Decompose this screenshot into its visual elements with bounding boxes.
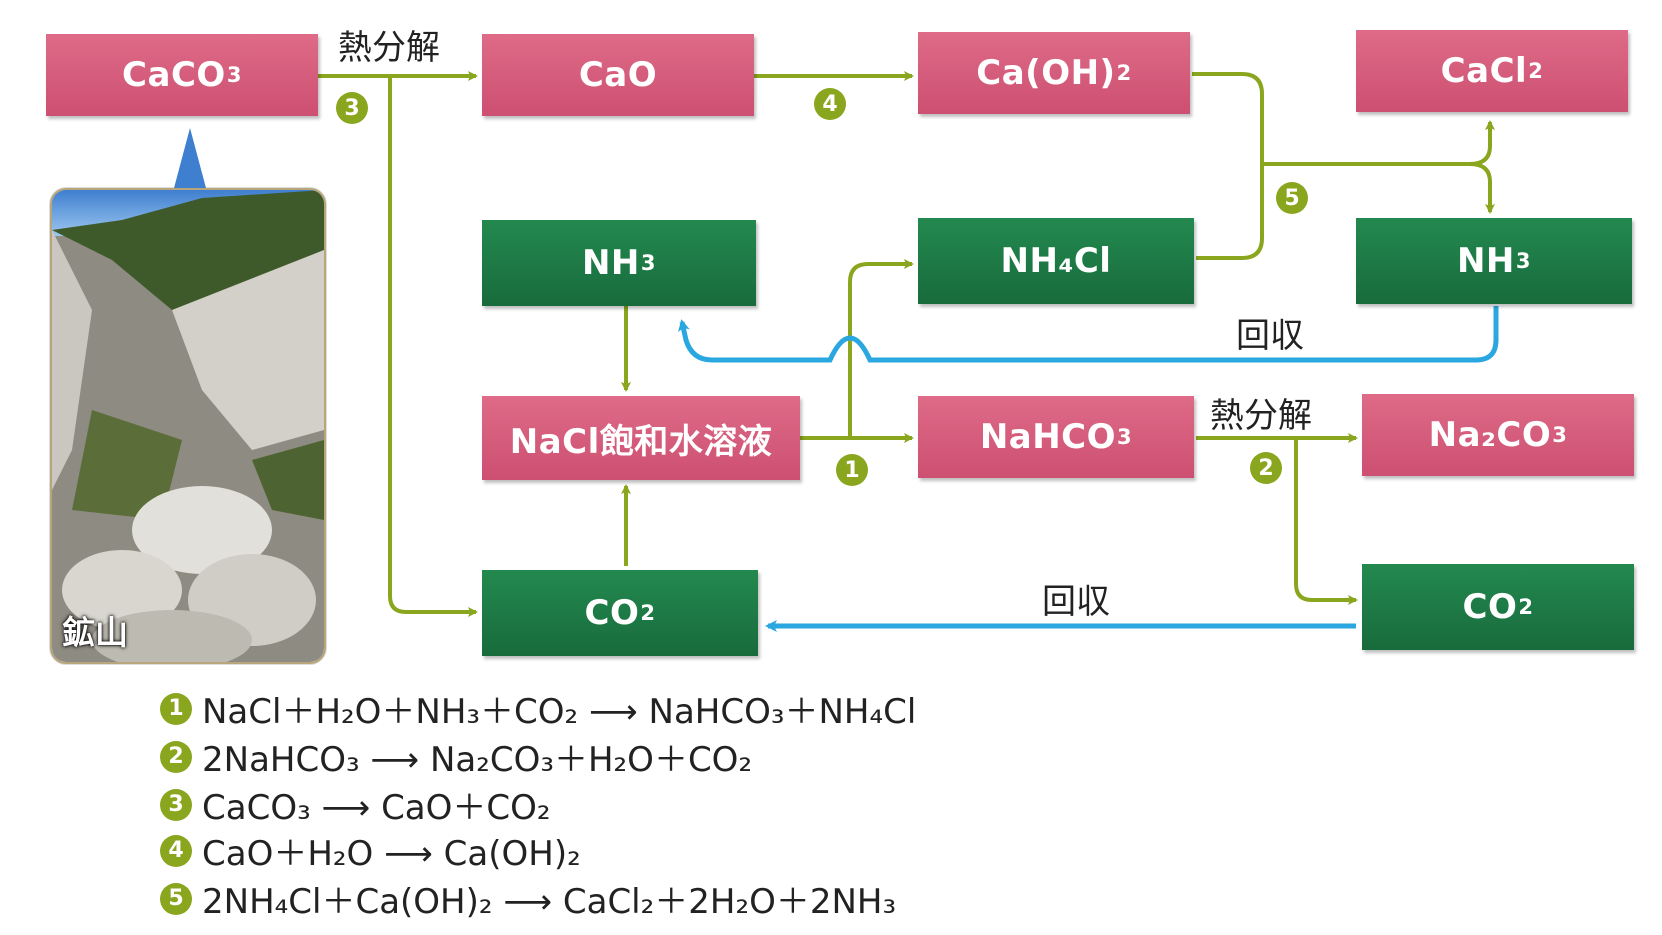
label-thermal-decomposition-top: 熱分解: [338, 28, 440, 68]
equation-3: 3 CaCO₃ ⟶ CaO＋CO₂: [160, 780, 551, 829]
node-cao-label: CaO: [578, 55, 658, 95]
equation-4-text: CaO＋H₂O ⟶ Ca(OH)₂: [202, 834, 581, 874]
label-thermal-decomposition-mid: 熱分解: [1210, 396, 1312, 436]
equation-3-text: CaCO₃ ⟶ CaO＋CO₂: [202, 788, 551, 828]
node-nahco3-sub: 3: [1117, 425, 1133, 449]
equation-4-number: 4: [160, 834, 192, 867]
node-caco3-sub: 3: [226, 63, 242, 87]
equation-5-number: 5: [160, 882, 192, 915]
node-nh4cl: NH₄Cl: [918, 218, 1194, 304]
node-co2-left-sub: 2: [640, 601, 656, 625]
node-caoh2-label: Ca(OH): [976, 53, 1116, 93]
node-cao: CaO: [482, 34, 754, 116]
photo-caption: 鉱山: [62, 613, 128, 652]
node-nh3-left-label: NH: [581, 243, 640, 283]
label-recover-bottom: 回収: [1042, 582, 1110, 622]
node-caoh2-sub: 2: [1116, 61, 1132, 85]
node-nacl-label: NaCl飽和水溶液: [509, 421, 773, 462]
line-caoh2-junction: [1192, 72, 1264, 164]
node-nh4cl-label: NH₄Cl: [1000, 241, 1112, 281]
arrow-caco3-co2: [388, 76, 478, 617]
node-nahco3-label: NaHCO: [979, 417, 1117, 457]
equation-1-text: NaCl＋H₂O＋NH₃＋CO₂ ⟶ NaHCO₃＋NH₄Cl: [202, 692, 917, 732]
node-nh3-left-sub: 3: [640, 251, 657, 275]
label-recover-top: 回収: [1236, 316, 1304, 356]
node-cacl2-sub: 2: [1528, 59, 1544, 83]
arrow-split-nh3: [1469, 162, 1495, 214]
node-nacl-solution: NaCl飽和水溶液: [482, 396, 800, 480]
node-nh3-right-sub: 3: [1515, 249, 1532, 273]
node-na2co3-label: Na₂CO: [1428, 415, 1552, 455]
equation-2-text: 2NaHCO₃ ⟶ Na₂CO₃＋H₂O＋CO₂: [202, 740, 753, 780]
line-nh4cl-junction: [1196, 164, 1264, 260]
arrow-recover-nh3: [678, 306, 1499, 363]
arrow-branch-nh4cl: [848, 259, 914, 438]
step-2-badge: 2: [1250, 452, 1282, 484]
node-cacl2-label: CaCl: [1440, 51, 1528, 91]
step-3-badge: 3: [336, 92, 368, 124]
arrow-nahco3-co2: [1294, 438, 1358, 605]
mine-photo: [50, 188, 326, 664]
equation-1-number: 1: [160, 692, 192, 725]
node-na2co3-sub: 3: [1552, 423, 1568, 447]
step-1-badge: 1: [836, 454, 868, 486]
equation-5-text: 2NH₄Cl＋Ca(OH)₂ ⟶ CaCl₂＋2H₂O＋2NH₃: [202, 882, 897, 922]
node-nh3-right-label: NH: [1456, 241, 1515, 281]
photo-pointer: [174, 128, 206, 188]
equation-5: 5 2NH₄Cl＋Ca(OH)₂ ⟶ CaCl₂＋2H₂O＋2NH₃: [160, 874, 896, 923]
mine-photo-image: [52, 190, 324, 662]
equation-1: 1 NaCl＋H₂O＋NH₃＋CO₂ ⟶ NaHCO₃＋NH₄Cl: [160, 684, 916, 733]
node-caco3-label: CaCO: [122, 55, 226, 95]
equation-4: 4 CaO＋H₂O ⟶ Ca(OH)₂: [160, 826, 581, 875]
step-4-badge: 4: [814, 88, 846, 120]
arrow-split-cacl2: [1469, 120, 1495, 166]
equation-2: 2 2NaHCO₃ ⟶ Na₂CO₃＋H₂O＋CO₂: [160, 732, 752, 781]
node-co2-right-sub: 2: [1518, 595, 1534, 619]
node-co2-right-label: CO: [1462, 587, 1518, 627]
equation-3-number: 3: [160, 788, 192, 821]
step-5-badge: 5: [1276, 182, 1308, 214]
equation-2-number: 2: [160, 740, 192, 773]
node-co2-left-label: CO: [584, 593, 640, 633]
node-caoh2: Ca(OH)2: [918, 32, 1190, 114]
